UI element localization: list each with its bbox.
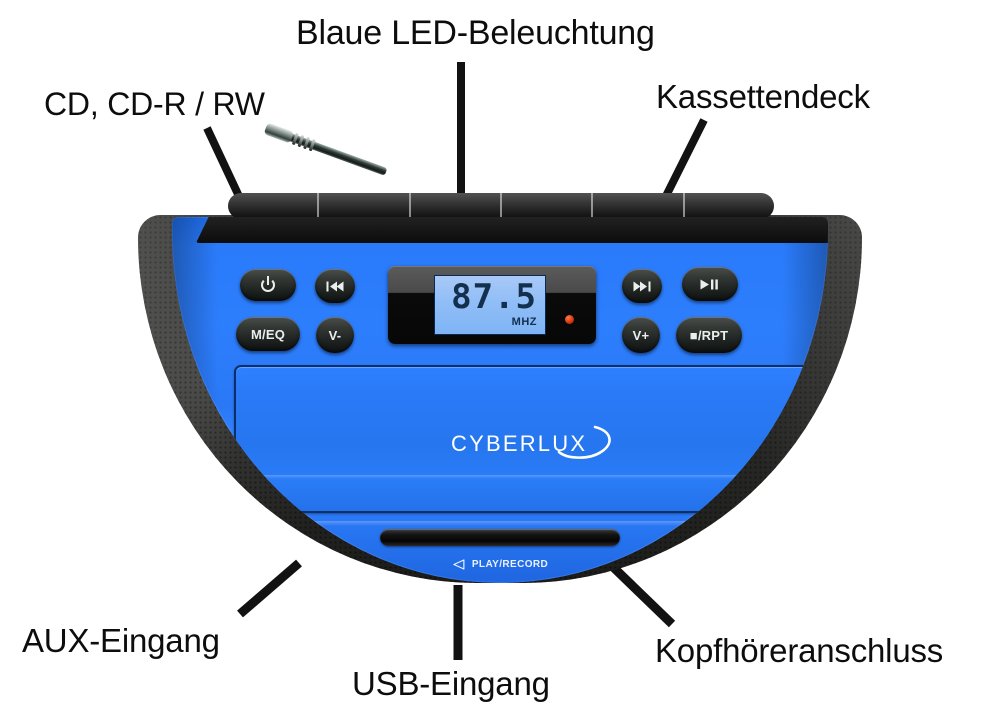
- faceplate-left-shade: [172, 217, 218, 583]
- power-icon: [261, 278, 275, 292]
- disc-slot[interactable]: [380, 529, 620, 546]
- play-record-text: PLAY/RECORD: [471, 559, 549, 570]
- play-record-triangle-icon: [453, 559, 465, 570]
- volume-up-button[interactable]: V+: [622, 317, 660, 353]
- top-edge-bar: [196, 217, 828, 243]
- svg-text:CYBERLUX: CYBERLUX: [451, 431, 587, 456]
- play-pause-icon: [700, 279, 718, 289]
- power-led-indicator: [565, 315, 574, 324]
- cassette-deck-key[interactable]: [684, 193, 774, 219]
- leader-line-aux: [237, 559, 302, 618]
- cassette-deck-key[interactable]: [319, 193, 411, 219]
- stop-repeat-button[interactable]: ■/RPT: [676, 317, 742, 353]
- callout-label-cd: CD, CD-R / RW: [44, 86, 265, 122]
- cd-door-highlight: [236, 475, 828, 479]
- cassette-deck-key[interactable]: [410, 193, 502, 219]
- play-pause-button[interactable]: [682, 267, 738, 301]
- volume-up-label: V+: [632, 327, 650, 343]
- volume-down-button[interactable]: V-: [316, 317, 354, 353]
- play-record-marking: PLAY/RECORD: [452, 559, 548, 570]
- cassette-deck-key[interactable]: [501, 193, 594, 219]
- cyberlux-logo: CYBERLUX: [449, 419, 619, 467]
- callout-label-led-lighting: Blaue LED-Beleuchtung: [296, 14, 655, 52]
- boombox-device: 87.5 MHZ M/EQ V-: [138, 122, 862, 583]
- faceplate-highlight-line: [172, 521, 828, 526]
- display-module: 87.5 MHZ: [388, 266, 596, 344]
- lcd-screen: 87.5 MHZ: [434, 275, 546, 335]
- power-button[interactable]: [240, 269, 296, 301]
- leader-line-headphone: [607, 561, 676, 628]
- next-track-button[interactable]: [622, 269, 662, 303]
- lcd-frequency-value: 87.5: [451, 277, 537, 318]
- callout-label-headphone-jack: Kopfhöreranschluss: [655, 632, 944, 669]
- callout-label-cassette-deck: Kassettendeck: [656, 78, 870, 115]
- stop-repeat-label: ■/RPT: [689, 327, 729, 343]
- next-track-icon: [633, 281, 651, 291]
- cyberlux-logo-svg: CYBERLUX: [451, 425, 611, 459]
- callout-label-usb-input: USB-Eingang: [352, 665, 550, 702]
- previous-track-button[interactable]: [315, 269, 355, 303]
- mode-eq-label: M/EQ: [250, 326, 286, 342]
- callout-label-aux-input: AUX-Eingang: [22, 622, 220, 659]
- cd-compartment-door[interactable]: CYBERLUX: [234, 365, 828, 513]
- volume-down-label: V-: [328, 327, 342, 343]
- cassette-deck-buttons[interactable]: [228, 193, 774, 219]
- cassette-deck-key[interactable]: [593, 193, 685, 219]
- previous-track-icon: [326, 281, 344, 291]
- cassette-deck-key[interactable]: [228, 193, 320, 219]
- front-faceplate: 87.5 MHZ M/EQ V-: [172, 217, 828, 583]
- mode-eq-button[interactable]: M/EQ: [236, 317, 300, 351]
- lcd-frequency-unit: MHZ: [511, 315, 537, 328]
